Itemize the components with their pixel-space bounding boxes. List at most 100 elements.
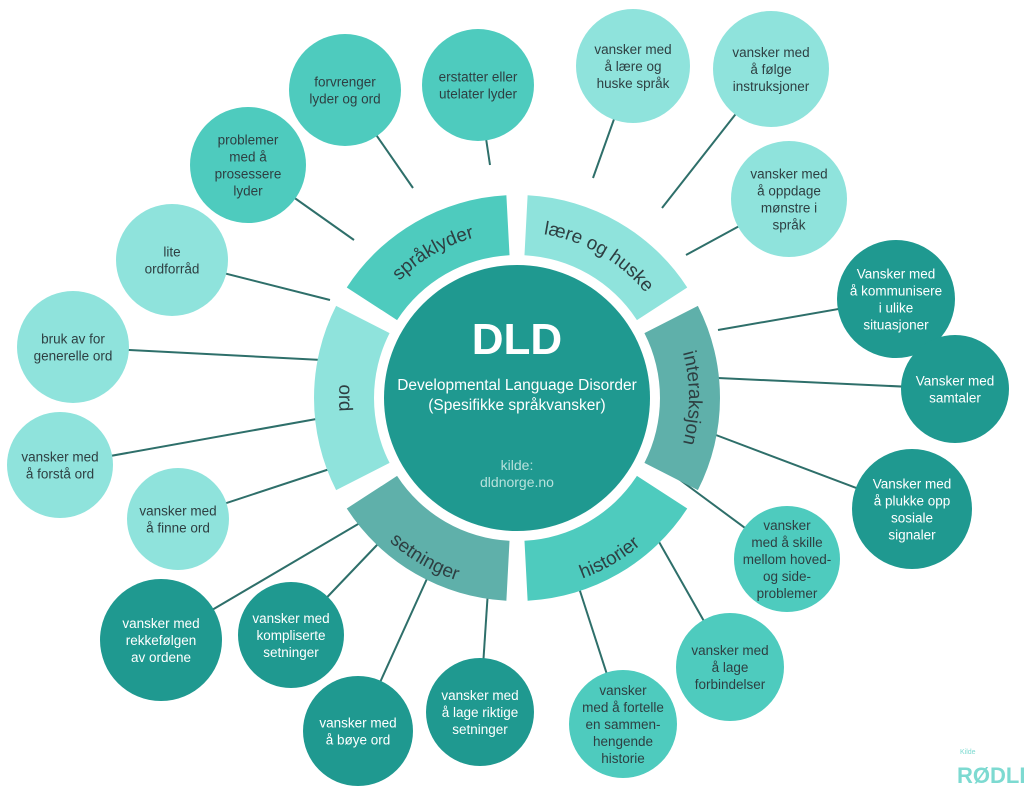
bubble-text-line: setninger [263, 645, 319, 660]
bubble-text-line: en sammen- [585, 717, 660, 732]
bubble-text-line: vansker [599, 683, 647, 698]
bubble-text-line: bruk av for [41, 332, 105, 347]
bubble-setninger: vansker med å lage riktige setninger [426, 658, 534, 766]
bubble-circle [676, 613, 784, 721]
bubble-circle [116, 204, 228, 316]
bubble-text-line: å forstå ord [26, 467, 94, 482]
bubble-text-line: lyder og ord [309, 92, 380, 107]
logo-small-text: Kilde [960, 749, 976, 756]
bubble-circle [713, 11, 829, 127]
bubble-text-line: i ulike [879, 301, 914, 316]
logo-word: RØDLD [957, 763, 1024, 788]
bubble-circle [901, 335, 1009, 443]
bubble-text-line: situasjoner [863, 318, 929, 333]
bubble-text-line: forbindelser [695, 677, 766, 692]
bubble-circle [303, 676, 413, 786]
bubble-circle [17, 291, 129, 403]
bubble-text-line: mønstre i [761, 201, 817, 216]
bubble-text-line: vansker med [252, 611, 329, 626]
bubble-text-line: vansker med [21, 450, 98, 465]
bubble-text-line: sosiale [891, 511, 933, 526]
center-title: DLD [472, 315, 562, 364]
bubble-circle [190, 107, 306, 223]
bubble-circle [289, 34, 401, 146]
center-circle [384, 265, 650, 531]
segment-spraklyder [346, 195, 510, 321]
bubble-text-line: å lære og [604, 59, 661, 74]
bubble-text-line: og side- [763, 569, 811, 584]
bubble-text-line: å følge [750, 62, 791, 77]
bubble-circle [852, 449, 972, 569]
bubble-spraklyder: forvrenger lyder og ord [289, 34, 401, 146]
bubble-laere: vansker med å oppdage mønstre i språk [731, 141, 847, 257]
bubble-text-line: Vansker med [857, 267, 936, 282]
bubble-interaksjon: Vansker med samtaler [901, 335, 1009, 443]
credit-line-1: kilde: [501, 457, 534, 473]
bubble-spraklyder: erstatter eller utelater lyder [422, 29, 534, 141]
bubble-text-line: historie [601, 751, 645, 766]
bubble-text-line: av ordene [131, 650, 191, 665]
segment-setninger [346, 475, 510, 601]
bubble-circle [837, 240, 955, 358]
bubble-historier: vansker med å skille mellom hoved-og side-… [734, 506, 840, 612]
bubble-text-line: å lage [712, 660, 749, 675]
bubble-setninger: vansker med rekkefølgen av ordene [100, 579, 222, 701]
segment-historier [524, 475, 688, 601]
bubble-circle [576, 9, 690, 123]
bubble-text-line: vansker med [691, 643, 768, 658]
bubble-text-line: problemer [757, 586, 818, 601]
bubble-text-line: rekkefølgen [126, 633, 197, 648]
rodld-logo: Kilde RØDLD [957, 749, 1024, 788]
bubble-text-line: problemer [218, 133, 279, 148]
bubble-text-line: å oppdage [757, 184, 821, 199]
segment-laere [524, 195, 688, 321]
bubble-text-line: å kommunisere [850, 284, 942, 299]
credit-line-2: dldnorge.no [480, 474, 554, 490]
bubble-laere: vansker med å lære og huske språk [576, 9, 690, 123]
bubble-interaksjon: Vansker med å kommunisere i ulike situasjon… [837, 240, 955, 358]
bubble-text-line: erstatter eller [439, 70, 518, 85]
bubble-text-line: vansker med [750, 167, 827, 182]
bubble-circle [422, 29, 534, 141]
segment-label-ord: ord [334, 384, 355, 412]
bubble-circle [127, 468, 229, 570]
bubble-text-line: vansker med [122, 616, 199, 631]
bubble-text-line: mellom hoved- [743, 552, 832, 567]
bubble-text-line: Vansker med [916, 374, 995, 389]
bubble-text-line: utelater lyder [439, 87, 518, 102]
bubble-text-line: hengende [593, 734, 653, 749]
bubble-text-line: vansker med [139, 504, 216, 519]
bubble-text-line: vansker [763, 518, 811, 533]
center-subtitle-line-2: (Spesifikke språkvansker) [428, 397, 605, 414]
bubble-text-line: setninger [452, 722, 508, 737]
segment-ord [314, 305, 390, 491]
bubble-text-line: med å skille [751, 535, 822, 550]
bubble-text-line: signaler [888, 528, 936, 543]
bubble-text-line: instruksjoner [733, 79, 810, 94]
bubble-text-line: å lage riktige [442, 705, 519, 720]
bubble-historier: vansker med å lage forbindelser [676, 613, 784, 721]
bubble-text-line: huske språk [597, 76, 670, 91]
bubble-circle [238, 582, 344, 688]
center-subtitle-line-1: Developmental Language Disorder [397, 377, 637, 394]
bubble-text-line: språk [772, 218, 805, 233]
bubble-text-line: Vansker med [873, 477, 952, 492]
bubble-text-line: vansker med [594, 42, 671, 57]
bubble-text-line: samtaler [929, 391, 981, 406]
bubble-text-line: forvrenger [314, 75, 376, 90]
bubble-ord: vansker med å forstå ord [7, 412, 113, 518]
bubble-text-line: vansker med [441, 688, 518, 703]
bubble-circle [426, 658, 534, 766]
bubble-text-line: lyder [233, 184, 263, 199]
